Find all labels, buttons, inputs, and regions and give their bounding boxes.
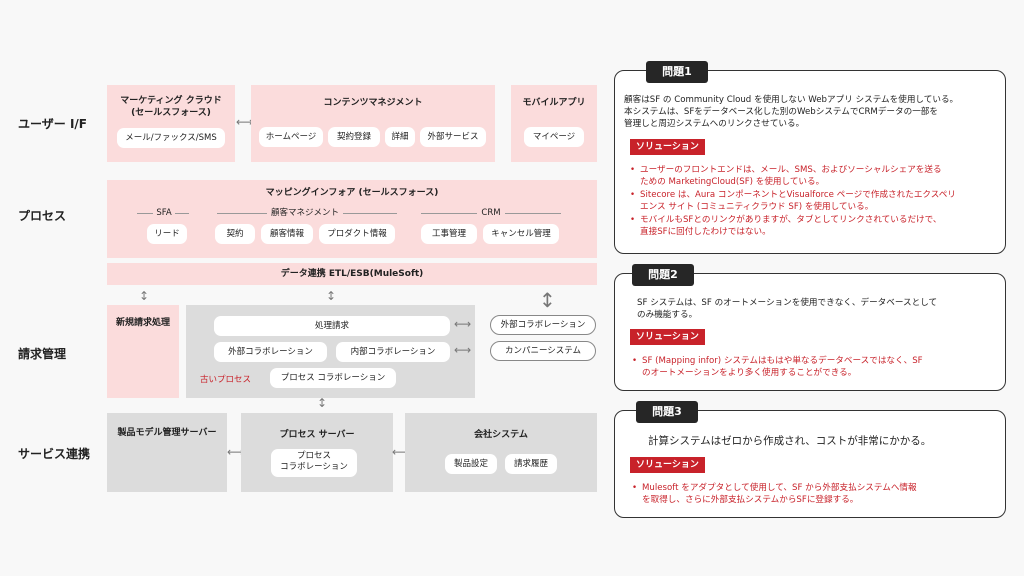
problem1-solution-item: Sitecore は、Aura コンポーネントとVisualforce ページで… — [630, 189, 1000, 213]
problem2-solution-item: SF (Mapping infor) システムはもはや単なるデータベースではなく… — [632, 355, 1000, 379]
company-system-title: 会社システム — [474, 430, 528, 440]
old-process-label: 古いプロセス — [200, 375, 252, 385]
row-label-service: サービス連携 — [18, 447, 91, 461]
company-system-pill[interactable]: カンパニーシステム — [490, 341, 596, 361]
internal-collab-pill[interactable]: 内部コラボレーション — [336, 342, 450, 362]
details-pill[interactable]: 詳細 — [385, 127, 415, 147]
process-server-box: プロセス サーバー プロセス コラボレーション — [241, 413, 393, 492]
homepage-pill[interactable]: ホームページ — [259, 127, 323, 147]
external-service-pill[interactable]: 外部サービス — [420, 127, 486, 147]
process-billing-pill[interactable]: 処理請求 — [214, 316, 450, 336]
problem1-solutions: ユーザーのフロントエンドは、メール、SMS、およびソーシャルシェアを送るための … — [630, 164, 1000, 239]
arrow-etl-billing: ↕ — [326, 289, 337, 303]
process-server-item2: コラボレーション — [280, 462, 348, 472]
etl-title: データ連携 ETL/ESB(MuleSoft) — [280, 269, 424, 279]
process-server-title: プロセス サーバー — [279, 430, 355, 440]
marketing-cloud-title: マーケティング クラウド — [120, 96, 222, 106]
company-system-box: 会社システム 製品設定 請求履歴 — [405, 413, 597, 492]
arrow-billing-service: ↕ — [317, 396, 328, 410]
problem1-solution-item: ユーザーのフロントエンドは、メール、SMS、およびソーシャルシェアを送るための … — [630, 164, 1000, 188]
problem2-solution-tag: ソリューション — [630, 329, 705, 345]
billing-process-box: 処理請求 外部コラボレーション 内部コラボレーション 古いプロセス プロセス コ… — [186, 305, 475, 398]
problem2-line2: のみ機能する。 — [637, 310, 698, 320]
sfa-label: SFA — [153, 208, 175, 218]
customer-info-pill[interactable]: 顧客情報 — [261, 224, 313, 244]
construction-mgmt-pill[interactable]: 工事管理 — [421, 224, 477, 244]
problem3-solutions: Mulesoft をアダプタとして使用して、SF から外部支払システムへ情報を取… — [632, 482, 1000, 507]
problem3-text: 計算システムはゼロから作成され、コストが非常にかかる。 — [648, 435, 998, 447]
row-label-process: プロセス — [18, 209, 67, 223]
problem1-line1: 顧客はSF の Community Cloud を使用しない Webアプリ シス… — [624, 95, 959, 105]
arrow-etl-new-billing: ↕ — [139, 289, 150, 303]
problem3-line1: 計算システムはゼロから作成され、コストが非常にかかる。 — [648, 435, 932, 447]
arrow-billing-external: ⟷ — [454, 317, 472, 331]
problem2-tag: 問題2 — [632, 264, 694, 286]
mobile-app-title: モバイルアプリ — [522, 98, 586, 108]
problem1-solution-item: モバイルもSFとのリンクがありますが、タブとしてリンクされているだけで、直接SF… — [630, 214, 1000, 238]
mapping-infor-title: マッピングインフォア (セールスフォース) — [265, 188, 439, 198]
problem1-line2: 本システムは、SFをデータベース化した別のWebシステムでCRMデータの一部を — [624, 107, 938, 117]
product-info-pill[interactable]: プロダクト情報 — [319, 224, 395, 244]
product-model-title: 製品モデル管理サーバー — [117, 428, 217, 438]
product-model-box: 製品モデル管理サーバー — [107, 413, 227, 492]
process-collab-pill[interactable]: プロセス コラボレーション — [270, 368, 396, 388]
arrow-process-company: ⟷ — [392, 445, 410, 459]
contract-pill[interactable]: 契約 — [215, 224, 255, 244]
lead-pill[interactable]: リード — [147, 224, 187, 244]
problem3-solution-tag: ソリューション — [630, 457, 705, 473]
problem1-text: 顧客はSF の Community Cloud を使用しない Webアプリ シス… — [624, 94, 1000, 130]
mapping-infor-box: マッピングインフォア (セールスフォース) SFA リード 顧客マネジメント 契… — [107, 180, 597, 258]
ext-external-collab-pill[interactable]: 外部コラボレーション — [490, 315, 596, 335]
process-collab-server-pill[interactable]: プロセス コラボレーション — [271, 449, 357, 477]
row-label-billing: 請求管理 — [18, 347, 67, 361]
problem1-solution-tag: ソリューション — [630, 139, 705, 155]
customer-mgmt-label: 顧客マネジメント — [267, 208, 343, 218]
problem2-text: SF システムは、SF のオートメーションを使用できなく、データベースとして の… — [637, 297, 997, 321]
problem1-line3: 管理しと周辺システムへのリンクさせている。 — [624, 119, 805, 129]
marketing-cloud-box: マーケティング クラウド (セールスフォース) メール/ファックス/SMS — [107, 85, 235, 162]
marketing-cloud-subtitle: (セールスフォース) — [131, 108, 211, 118]
problem3-tag: 問題3 — [636, 401, 698, 423]
etl-bar: データ連携 ETL/ESB(MuleSoft) — [107, 263, 597, 285]
problem2-line1: SF システムは、SF のオートメーションを使用できなく、データベースとして — [637, 298, 938, 308]
mobile-app-box: モバイルアプリ マイページ — [511, 85, 597, 162]
crm-label: CRM — [477, 208, 505, 218]
problem2-solutions: SF (Mapping infor) システムはもはや単なるデータベースではなく… — [632, 355, 1000, 380]
arrow-product-process: ⟷ — [227, 445, 245, 459]
content-management-title: コンテンツマネジメント — [323, 98, 423, 108]
process-server-item1: プロセス — [296, 451, 331, 461]
new-billing-box: 新規請求処理 — [107, 305, 179, 398]
mypage-pill[interactable]: マイページ — [524, 127, 584, 147]
problem3-solution-item: Mulesoft をアダプタとして使用して、SF から外部支払システムへ情報を取… — [632, 482, 1000, 506]
new-billing-title: 新規請求処理 — [115, 318, 170, 328]
mail-fax-sms-pill[interactable]: メール/ファックス/SMS — [117, 128, 225, 148]
content-management-box: コンテンツマネジメント ホームページ 契約登録 詳細 外部サービス — [251, 85, 495, 162]
problem1-tag: 問題1 — [646, 61, 708, 83]
arrow-billing-company: ⟷ — [454, 343, 472, 357]
billing-history-pill[interactable]: 請求履歴 — [505, 454, 557, 474]
cancel-mgmt-pill[interactable]: キャンセル管理 — [483, 224, 559, 244]
arrow-marketing-content: ⟷ — [236, 115, 254, 129]
row-label-user-if: ユーザー I/F — [18, 117, 87, 131]
arrow-etl-external: ↕ — [539, 288, 556, 312]
product-settings-pill[interactable]: 製品設定 — [445, 454, 497, 474]
contract-registration-pill[interactable]: 契約登録 — [328, 127, 380, 147]
external-collab-pill[interactable]: 外部コラボレーション — [214, 342, 327, 362]
